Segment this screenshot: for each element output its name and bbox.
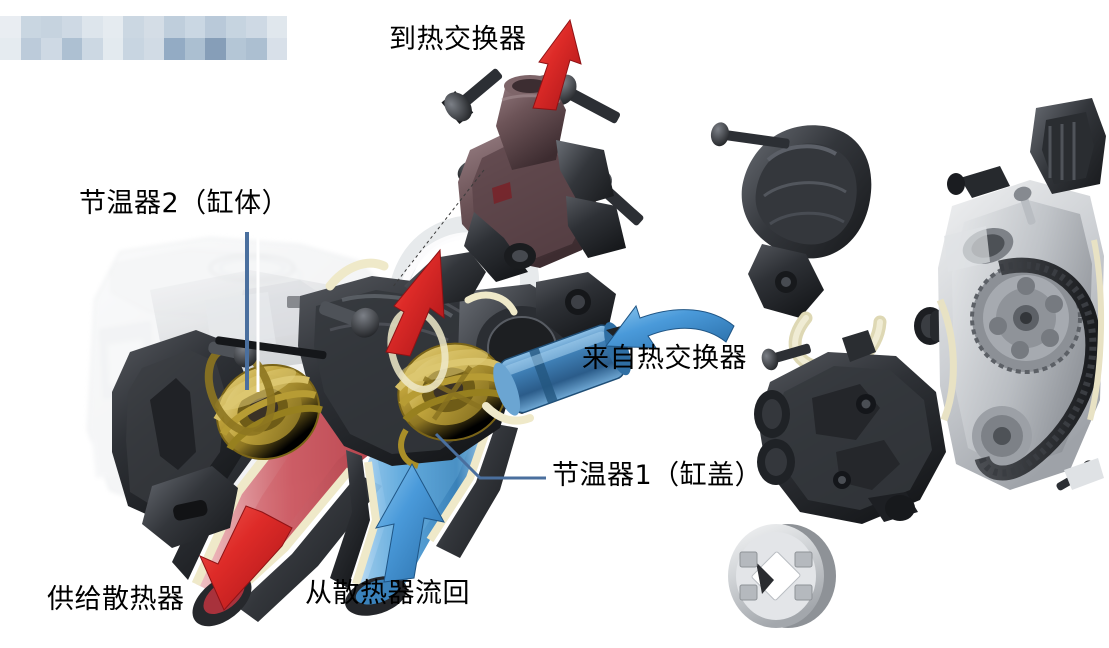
watermark-tile-22 — [164, 38, 185, 60]
engine-assembly-photo — [710, 98, 1106, 524]
label-return-from-radiator: 从散热器流回 — [305, 578, 470, 609]
watermark-tile-10 — [205, 16, 226, 38]
flange-bolt — [586, 171, 644, 226]
watermark-tile-16 — [41, 38, 62, 60]
red-arrow-to-heat-exchanger — [532, 18, 582, 111]
watermark-tile-14 — [0, 38, 21, 60]
label-thermostat1-cylinder-head: 节温器1（缸盖） — [552, 460, 763, 491]
thermostat-cylinder-block — [204, 344, 323, 461]
flange-bolt — [457, 160, 497, 213]
watermark-tile-18 — [82, 38, 103, 60]
watermark-tile-25 — [225, 38, 246, 60]
timing-gear — [970, 262, 1082, 374]
flange-bolt — [441, 68, 503, 125]
watermark-tile-26 — [246, 38, 267, 60]
thermostat-housing-cutaway — [112, 252, 616, 548]
watermark-tile-5 — [102, 16, 123, 38]
watermark-tile-11 — [225, 16, 246, 38]
tensioner-pulley — [972, 406, 1032, 466]
label-supply-to-radiator: 供给散热器 — [47, 584, 185, 615]
valve-disc-part — [728, 524, 836, 628]
pixelated-watermark — [0, 16, 287, 60]
watermark-tile-21 — [143, 38, 164, 60]
watermark-tile-6 — [123, 16, 144, 38]
watermark-tile-24 — [205, 38, 226, 60]
watermark-tile-20 — [123, 38, 144, 60]
watermark-tile-7 — [143, 16, 164, 38]
red-arrow-supply-to-radiator — [199, 505, 293, 611]
gasket-seals — [325, 258, 534, 425]
watermark-tile-13 — [266, 16, 287, 38]
watermark-tile-2 — [41, 16, 62, 38]
watermark-tile-12 — [246, 16, 267, 38]
thermostat1-leader-line — [434, 432, 546, 480]
red-arrow-internal-upflow — [385, 248, 445, 357]
watermark-tile-8 — [164, 16, 185, 38]
watermark-tile-4 — [82, 16, 103, 38]
watermark-tile-17 — [61, 38, 82, 60]
watermark-tile-23 — [184, 38, 205, 60]
ghost-engine-block-fore — [150, 270, 356, 372]
coolant-outlet-flange-exploded — [441, 68, 644, 282]
watermark-tile-0 — [0, 16, 21, 38]
label-thermostat2-cylinder-block: 节温器2（缸体） — [79, 188, 290, 219]
exploded-assembly-dashed-line — [391, 169, 485, 289]
flange-bolt — [550, 74, 621, 124]
watermark-tile-9 — [184, 16, 205, 38]
watermark-tile-15 — [20, 38, 41, 60]
watermark-tile-3 — [61, 16, 82, 38]
label-to-heat-exchanger: 到热交换器 — [389, 24, 527, 55]
watermark-tile-1 — [20, 16, 41, 38]
watermark-tile-27 — [266, 38, 287, 60]
label-from-heat-exchanger: 来自热交换器 — [582, 343, 747, 374]
watermark-tile-19 — [102, 38, 123, 60]
housing-bolts — [208, 301, 380, 368]
white-coolant-duct — [383, 212, 543, 343]
blue-arrow-return-from-radiator — [375, 462, 445, 583]
ghost-engine-block — [87, 237, 401, 513]
thermostat-cylinder-head — [387, 307, 509, 469]
blue-arrow-from-heat-exchanger — [605, 304, 735, 349]
